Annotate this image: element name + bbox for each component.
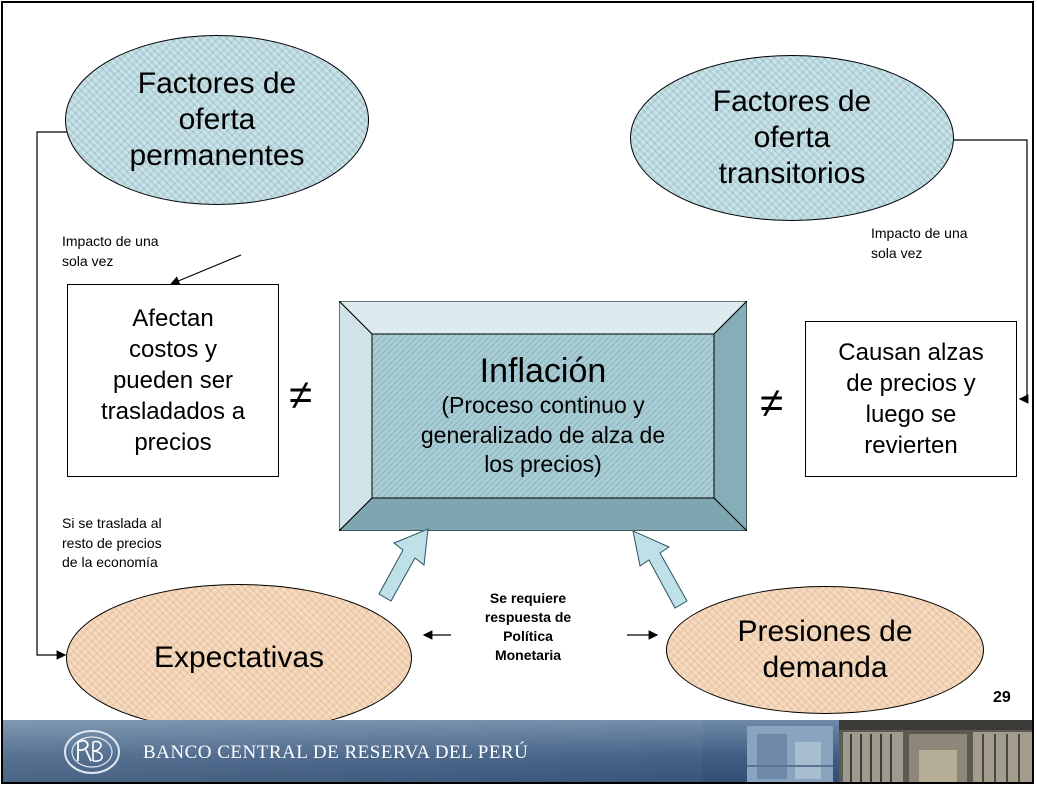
causan-alzas-box: Causan alzas de precios y luego se revie…	[805, 321, 1017, 477]
factores-transitorios-ellipse: Factores de oferta transitorios	[630, 55, 954, 221]
neq-left: ≠	[289, 371, 313, 418]
arrow-up-right-icon	[632, 530, 688, 609]
bank-name: BANCO CENTRAL DE RESERVA DEL PERÚ	[143, 742, 529, 763]
page-number: 29	[993, 689, 1011, 706]
footer-banner: BANCO CENTRAL DE RESERVA DEL PERÚ	[3, 720, 1032, 782]
afectan-costos-box: Afectan costos y pueden ser trasladados …	[67, 284, 279, 477]
inflacion-title: Inflación	[479, 351, 607, 390]
inflacion-subtitle: (Proceso continuo y generalizado de alza…	[420, 391, 666, 478]
impacto-right-label: Impacto de una sola vez	[871, 225, 968, 261]
presiones-demanda-ellipse: Presiones de demanda	[666, 586, 984, 714]
bcrp-logo-icon	[64, 730, 120, 774]
factores-transitorios-text: Factores de oferta transitorios	[712, 85, 872, 190]
expectativas-text: Expectativas	[153, 641, 325, 674]
inflacion-frame	[339, 301, 747, 531]
building-photo-large	[839, 720, 1032, 782]
politica-monetaria-note: Se requiere respuesta de Política Moneta…	[484, 590, 572, 663]
neq-right: ≠	[760, 379, 784, 426]
factores-permanentes-ellipse: Factores de oferta permanentes	[65, 35, 369, 205]
building-photo-small	[747, 726, 833, 782]
expectativas-ellipse: Expectativas	[66, 584, 412, 732]
impacto-left-label: Impacto de una sola vez	[62, 233, 159, 269]
traslada-label: Si se traslada al resto de precios de la…	[62, 515, 162, 571]
inflacion-content: Inflación (Proceso continuo y generaliza…	[372, 333, 714, 499]
connector-lines	[36, 131, 1029, 660]
arrow-up-left-icon	[378, 528, 429, 602]
presiones-demanda-text: Presiones de demanda	[737, 615, 913, 684]
factores-permanentes-text: Factores de oferta permanentes	[129, 67, 305, 172]
